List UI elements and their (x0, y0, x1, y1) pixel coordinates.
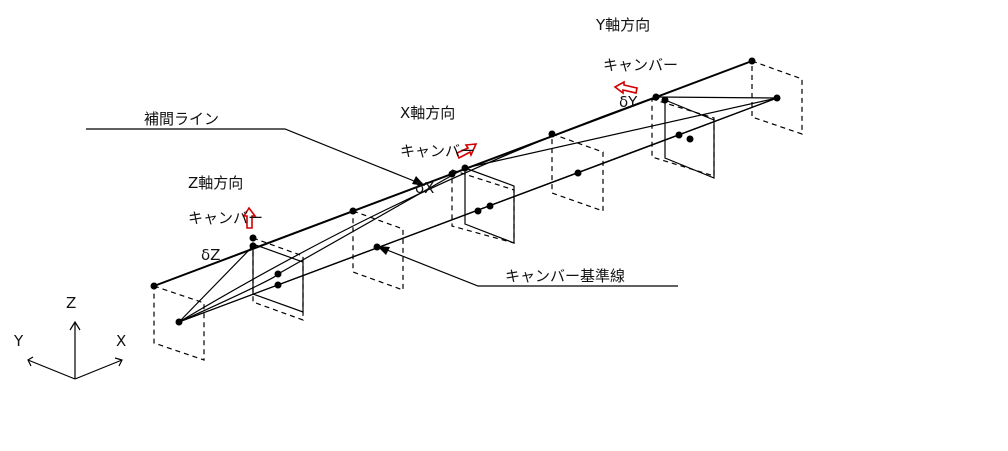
axis-x-label: X (116, 332, 126, 350)
camber-reference-leader (381, 247, 678, 287)
cross-line-a (464, 97, 778, 169)
axis-triad (27, 320, 123, 380)
interpolation-leader (86, 128, 420, 184)
section-box-1 (153, 285, 205, 361)
x-direction-title: X軸方向 (400, 104, 455, 122)
interpolation-curve (178, 245, 254, 323)
z-direction-title: Z軸方向 (188, 174, 243, 192)
section-box-7 (751, 60, 803, 135)
camber-reference-leader-arrowhead (377, 246, 390, 255)
y-camber-label: キャンバー (603, 56, 678, 74)
section-box-4 (451, 169, 515, 244)
z-camber-plane (252, 243, 304, 313)
node-points (150, 57, 781, 326)
interpolation-leader-arrowhead (412, 176, 425, 186)
z-camber-label: キャンバー (188, 209, 263, 227)
y-direction-title: Y軸方向 (595, 16, 650, 34)
interpolation-curve-main (178, 96, 657, 323)
axis-z-label: Z (66, 294, 76, 312)
y-camber-arrow-icon (613, 80, 638, 95)
camber-reference-line-label: キャンバー基準線 (505, 267, 625, 285)
x-delta-label: δX (415, 179, 434, 197)
y-camber-plane (664, 99, 715, 179)
cross-line-c (678, 97, 778, 136)
y-delta-label: δY (619, 93, 638, 111)
section-box-5 (551, 133, 604, 212)
x-camber-plane (464, 167, 515, 244)
cross-line-b (655, 96, 778, 99)
cross-line-d (277, 167, 466, 275)
axis-y-label: Y (13, 332, 24, 350)
x-camber-arrow-icon (455, 143, 478, 160)
interpolation-line-label: 補間ライン (144, 110, 219, 128)
z-delta-label: δZ (201, 246, 220, 264)
x-camber-label: キャンバー (400, 142, 475, 160)
z-camber-arrow-icon (242, 206, 257, 229)
section-box-6 (651, 98, 715, 177)
